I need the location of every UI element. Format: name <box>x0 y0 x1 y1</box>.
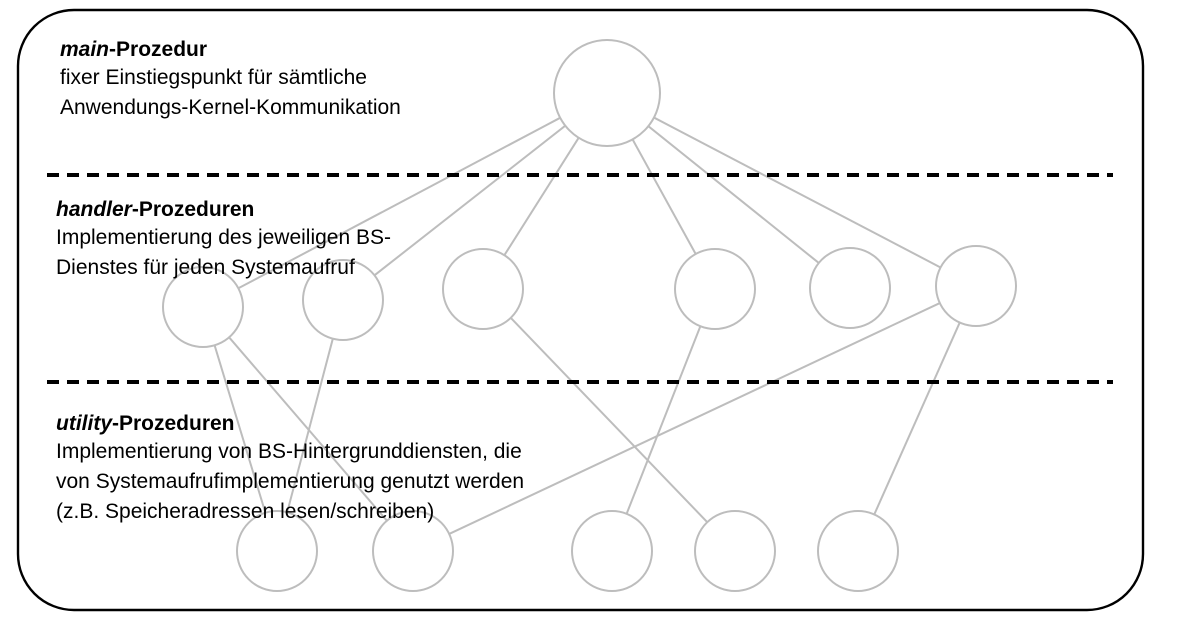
section-label-handler: handler-Prozeduren Implementierung des j… <box>56 196 391 283</box>
node-layer <box>162 39 1017 592</box>
section-label-main: main-Prozedur fixer Einstiegspunkt für s… <box>60 36 401 123</box>
graph-node-handler[interactable] <box>674 248 756 330</box>
graph-node-utility[interactable] <box>571 510 653 592</box>
edge-layer <box>213 116 961 535</box>
frame-rounded-rectangle <box>16 8 1145 612</box>
graph-edge <box>625 325 702 515</box>
graph-edge <box>647 125 820 264</box>
separator-layer <box>47 173 1113 384</box>
graph-node-utility[interactable] <box>694 510 776 592</box>
graph-node-utility[interactable] <box>817 510 899 592</box>
section-description-handler: Implementierung des jeweiligen BS- Diens… <box>56 226 392 279</box>
section-title-em-handler: handler <box>56 198 132 221</box>
graph-edge <box>873 322 961 515</box>
graph-node-main[interactable] <box>553 39 661 147</box>
graph-edge <box>448 302 941 535</box>
graph-edge <box>653 116 942 269</box>
graph-edge <box>228 336 388 522</box>
section-description-main: fixer Einstiegspunkt für sämtliche Anwen… <box>60 66 401 119</box>
section-title-main: main-Prozedur <box>60 36 401 63</box>
graph-edge <box>510 317 708 523</box>
section-title-utility: utility-Prozeduren <box>56 410 524 437</box>
graph-edge <box>213 344 267 514</box>
section-description-utility: Implementierung von BS-Hintergrunddienst… <box>56 440 525 523</box>
graph-node-handler[interactable] <box>302 259 384 341</box>
section-title-em-main: main <box>60 38 110 61</box>
frame-layer <box>16 8 1145 612</box>
graph-node-utility[interactable] <box>372 510 454 592</box>
graph-edge <box>286 338 334 513</box>
section-title-rest-main: -Prozedur <box>109 38 208 61</box>
section-title-em-utility: utility <box>56 412 112 435</box>
graph-node-handler[interactable] <box>162 266 244 348</box>
graph-node-utility[interactable] <box>236 510 318 592</box>
section-title-rest-handler: -Prozeduren <box>131 198 255 221</box>
graph-node-handler[interactable] <box>809 247 891 329</box>
graph-edge <box>503 137 580 256</box>
graph-edge <box>631 138 697 255</box>
section-title-rest-utility: -Prozeduren <box>112 412 235 435</box>
graph-edge <box>237 116 561 290</box>
graph-node-handler[interactable] <box>935 245 1017 327</box>
graph-node-handler[interactable] <box>442 248 524 330</box>
section-label-utility: utility-Prozeduren Implementierung von B… <box>56 410 524 527</box>
section-title-handler: handler-Prozeduren <box>56 196 391 223</box>
graph-edge <box>373 124 566 277</box>
